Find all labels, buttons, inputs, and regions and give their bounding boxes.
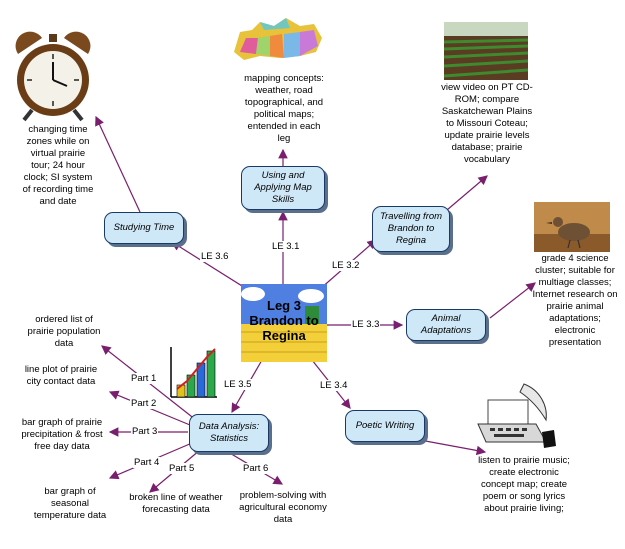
- link-label-part3: Part 3: [131, 426, 159, 437]
- bar-chart-icon: [167, 345, 219, 401]
- link-label-le31: LE 3.1: [271, 241, 301, 252]
- link-label-part6: Part 6: [242, 463, 270, 474]
- desc-line-plot: line plot of prairie city contact data: [24, 364, 98, 387]
- link-label-part5: Part 5: [168, 463, 196, 474]
- desc-bar-precip: bar graph of prairie precipitation & fro…: [21, 417, 103, 452]
- desc-mapping: mapping concepts: weather, road topograp…: [244, 73, 324, 144]
- desc-ordered-list: ordered list of prairie population data: [27, 314, 101, 349]
- desc-science: grade 4 science cluster; suitable for mu…: [532, 253, 618, 348]
- link-video: [446, 175, 488, 211]
- desc-bar-temp: bar graph of seasonal temperature data: [33, 486, 107, 521]
- prairie-bird-icon: [534, 202, 610, 252]
- node-travelling[interactable]: Travelling from Brandon to Regina: [372, 206, 450, 252]
- node-data-analysis[interactable]: Data Analysis: Statistics: [189, 414, 269, 452]
- node-animal-adaptations[interactable]: Animal Adaptations: [406, 309, 486, 341]
- typewriter-icon: [474, 380, 560, 452]
- node-studying-time[interactable]: Studying Time: [104, 212, 184, 244]
- desc-time: changing time zones while on virtual pra…: [22, 124, 94, 207]
- alarm-clock-icon: [12, 28, 94, 122]
- center-node[interactable]: Leg 3 Brandon to Regina: [241, 284, 327, 362]
- link-label-le32: LE 3.2: [331, 260, 361, 271]
- crop-field-icon: [444, 22, 528, 80]
- desc-broken-line: broken line of weather forecasting data: [129, 492, 223, 515]
- link-science: [489, 282, 536, 319]
- node-using-maps[interactable]: Using and Applying Map Skills: [241, 166, 325, 210]
- link-label-le35: LE 3.5: [223, 379, 253, 390]
- link-music: [419, 439, 487, 456]
- center-title: Leg 3 Brandon to Regina: [249, 298, 319, 343]
- link-label-part1: Part 1: [130, 373, 158, 384]
- link-label-le34: LE 3.4: [319, 380, 349, 391]
- desc-video: view video on PT CD-ROM; compare Saskatc…: [441, 82, 533, 165]
- link-label-le36: LE 3.6: [200, 251, 230, 262]
- link-time: [95, 115, 141, 213]
- link-label-part4: Part 4: [133, 457, 161, 468]
- link-label-part2: Part 2: [130, 398, 158, 409]
- link-label-le33: LE 3.3: [351, 319, 381, 330]
- prairie-scene-icon: [241, 284, 327, 362]
- desc-problem-solving: problem-solving with agricultural econom…: [239, 490, 327, 525]
- canada-map-icon: [230, 12, 326, 72]
- node-poetic-writing[interactable]: Poetic Writing: [345, 410, 425, 442]
- desc-music: listen to prairie music; create electron…: [478, 455, 570, 514]
